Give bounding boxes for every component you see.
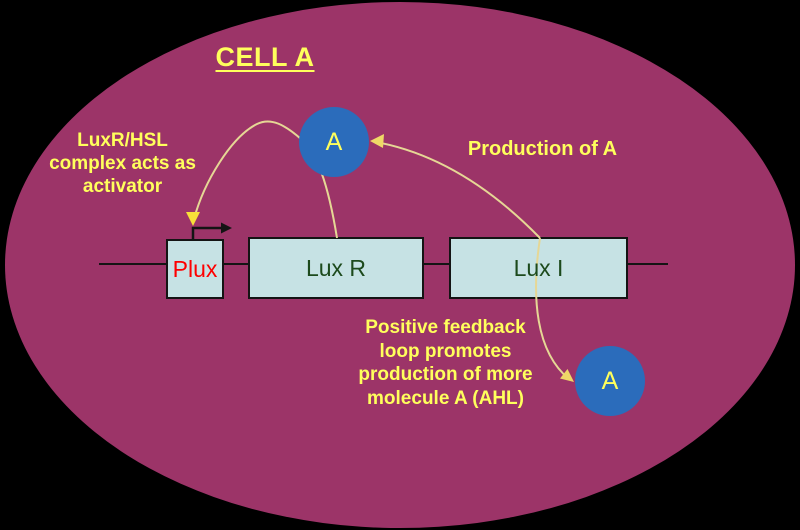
molecule-a-bottom [575,346,645,416]
molecule-a-bottom-label: A [601,366,619,395]
slide-title: CELL A [215,42,315,72]
activation-arrowhead [186,212,200,226]
activator-annotation: LuxR/HSL complex acts as activator [49,130,196,197]
promoter-arrowhead-icon [221,222,232,234]
activation-arrow [193,120,338,239]
luxr-gene-label: Lux R [305,254,367,281]
promoter-arrow-icon [191,226,222,240]
production-arrow [375,141,541,239]
promoter-box-label: Plux [172,255,218,282]
luxi-gene-label: Lux I [513,254,564,281]
promoter-box [166,239,224,299]
molecule-a-top-label: A [325,127,343,156]
production-annotation: Production of A [467,138,618,160]
feedback-arrowhead [560,369,574,382]
production-arrowhead [370,134,384,148]
molecule-a-top [299,107,369,177]
feedback-arrow [535,237,570,380]
feedback-annotation: Positive feedback loop promotes producti… [358,317,533,409]
